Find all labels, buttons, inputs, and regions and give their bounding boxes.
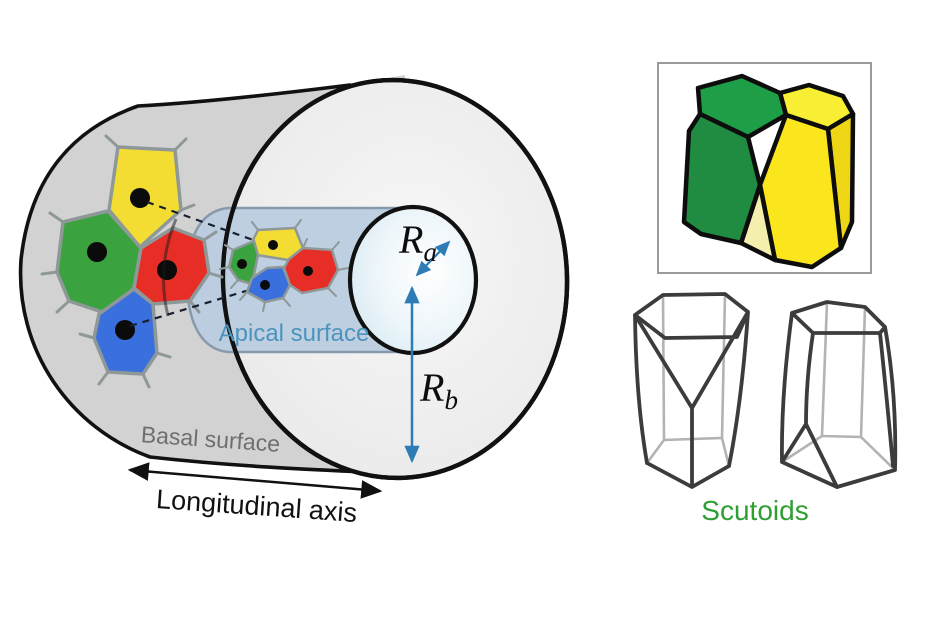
longitudinal-axis-label: Longitudinal axis [155, 484, 358, 528]
tissue-cylinder-panel: Ra Rb Apical surface Basal surface Longi… [18, 75, 570, 528]
nucleus [268, 240, 278, 250]
basal-radius-label: Rb [419, 365, 458, 415]
nucleus [130, 188, 150, 208]
apical-cells [219, 219, 349, 312]
nucleus [260, 280, 270, 290]
wireframe-hidden-edges [780, 300, 897, 472]
wireframe-hidden-edges [645, 292, 731, 468]
scutoid-wireframe-right [780, 300, 898, 489]
basal-endcap-edge [220, 77, 570, 481]
scutoid-pair-3d [681, 73, 856, 270]
apical-surface-label: Apical surface [219, 320, 370, 347]
basal-cell-junction-whiskers [40, 134, 224, 389]
apical-radius-arrow [415, 240, 451, 277]
nucleus [303, 266, 313, 276]
projection-dashes [129, 200, 260, 328]
nucleus [87, 242, 107, 262]
basal-cells [40, 134, 224, 389]
nucleus [237, 259, 247, 269]
apical-cell-junction-whiskers [219, 219, 349, 312]
apical-radius-label: Ra [398, 217, 437, 267]
wireframe-visible-edges [633, 292, 750, 489]
scutoids-caption: Scutoids [701, 495, 808, 526]
longitudinal-axis-arrow [127, 462, 383, 499]
scutoid-wireframe-left [633, 292, 750, 489]
scutoid-green-front-face [681, 111, 763, 246]
nucleus [157, 260, 177, 280]
apical-cell-nuclei [237, 240, 313, 290]
apical-tube-hidden-rim [162, 218, 178, 317]
projection-line-top [146, 200, 257, 243]
wireframe-visible-edges [780, 300, 898, 489]
basal-cell-nuclei [87, 188, 177, 340]
projection-line-bottom [129, 285, 260, 328]
scutoid-panel: Scutoids [633, 62, 898, 526]
nucleus [115, 320, 135, 340]
